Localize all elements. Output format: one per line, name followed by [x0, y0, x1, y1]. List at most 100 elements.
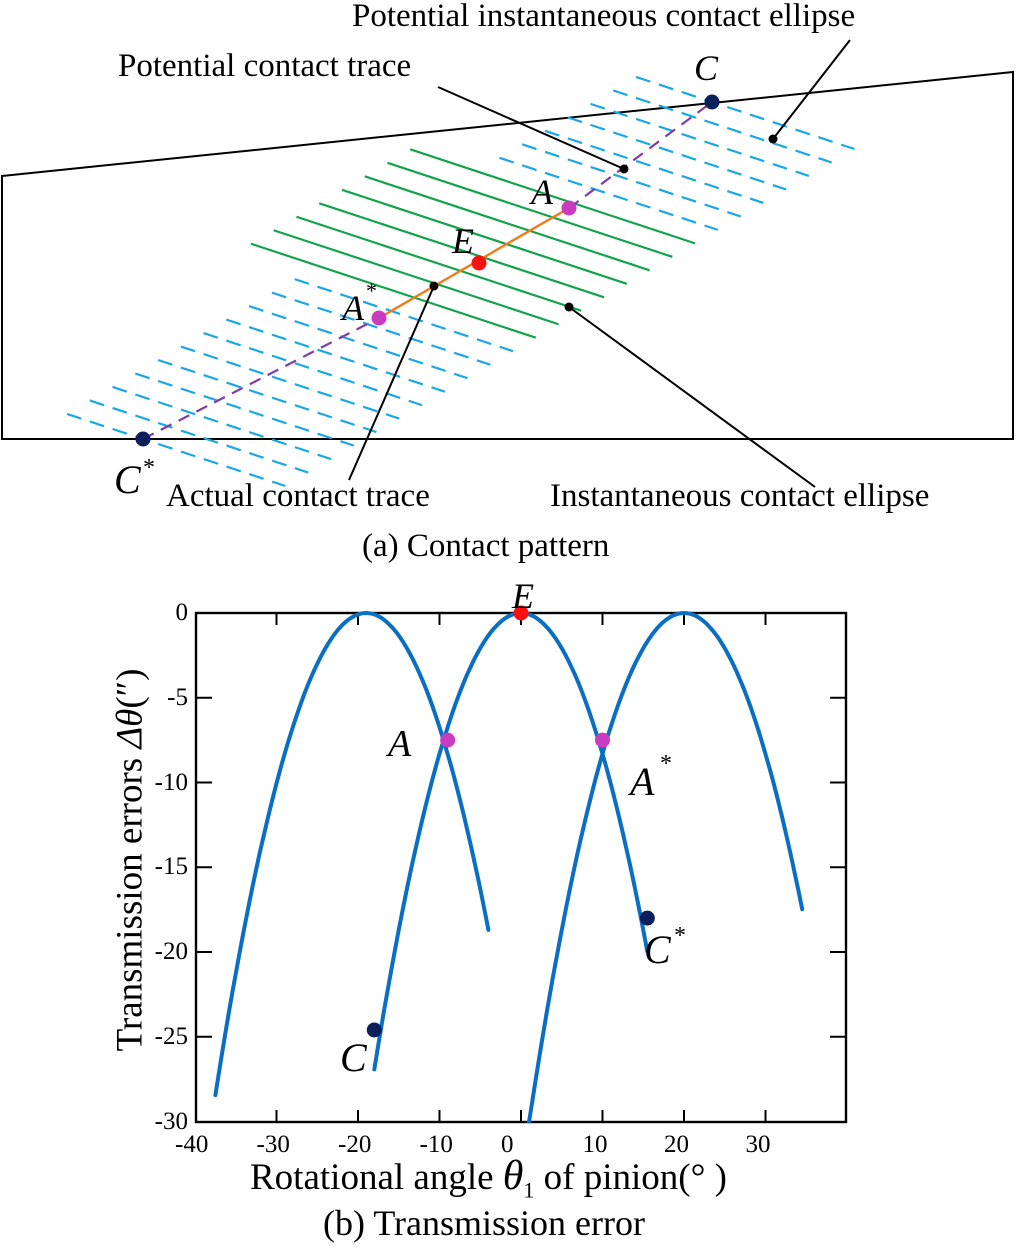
label-point-A-star: A — [342, 288, 364, 328]
leader-dot — [429, 281, 439, 291]
leader-actual-trace — [348, 285, 435, 481]
point-A — [561, 200, 577, 216]
instantaneous-contact-ellipses — [250, 148, 696, 339]
x-tick-label: -20 — [338, 1131, 372, 1158]
potential-instantaneous-contact-ellipses — [66, 75, 855, 488]
label-point-A: A — [531, 172, 553, 212]
label-potential-instantaneous-contact-ellipse: Potential instantaneous contact ellipse — [352, 0, 856, 34]
potential-ellipse-line — [590, 102, 810, 178]
marker-C — [366, 1022, 382, 1038]
point-C-star — [135, 431, 151, 447]
te-curve — [372, 610, 650, 1072]
contact-pattern-diagram — [0, 39, 1014, 488]
instantaneous-ellipse-line — [409, 148, 696, 245]
y-axis-label-symbol: Δθ — [109, 708, 151, 749]
y-axis-label: Transmission errors Δθ(″) — [109, 668, 151, 1052]
instantaneous-ellipse-line — [250, 242, 537, 339]
x-tick-label: 30 — [745, 1131, 771, 1158]
tooth-flank-outline — [0, 70, 1014, 440]
chart-label-star: * — [674, 923, 686, 949]
y-tick-label: 0 — [175, 599, 189, 626]
potential-ellipse-line — [635, 75, 855, 151]
instantaneous-ellipse-line — [296, 215, 582, 312]
y-tick-label: -20 — [154, 938, 188, 965]
chart-label-E: E — [512, 576, 534, 616]
x-axis-label-symbol: θ — [502, 1153, 524, 1199]
x-tick-label: 0 — [501, 1131, 514, 1158]
y-axis-label-text: Transmission errors — [109, 757, 151, 1052]
y-tick-label: -5 — [167, 683, 188, 711]
x-tick-label: 20 — [664, 1131, 689, 1158]
label-actual-contact-trace: Actual contact trace — [166, 478, 430, 514]
leader-dot — [768, 134, 778, 144]
y-tick-label: -10 — [154, 768, 188, 796]
potential-ellipse-line — [567, 116, 787, 191]
te-curve — [527, 610, 805, 1124]
te-curve — [213, 610, 491, 1098]
potential-ellipse-line — [521, 143, 741, 218]
marker-C-star — [639, 910, 655, 926]
transmission-error-curves — [213, 610, 805, 1124]
label-point-C: C — [694, 48, 719, 88]
x-axis-label-text: Rotational angle — [250, 1157, 494, 1198]
label-potential-contact-trace: Potential contact trace — [118, 48, 412, 84]
potential-ellipse-line — [612, 89, 833, 164]
point-C — [704, 94, 720, 110]
potential-contact-trace-upper — [568, 101, 713, 209]
potential-ellipse-line — [544, 129, 764, 204]
instantaneous-ellipse-line — [364, 175, 650, 272]
leader-instantaneous-ellipse — [568, 306, 816, 488]
label-instantaneous-contact-ellipse: Instantaneous contact ellipse — [550, 478, 930, 514]
plot-frame — [194, 611, 848, 1124]
potential-ellipse-line — [248, 305, 468, 380]
potential-ellipse-line — [157, 358, 377, 434]
instantaneous-ellipse-line — [273, 229, 559, 326]
potential-contact-trace-lower — [142, 317, 380, 440]
potential-ellipse-line — [294, 278, 514, 353]
chart-label-C-star: C — [644, 927, 671, 972]
label-point-E: E — [452, 221, 474, 261]
potential-ellipse-line — [112, 385, 332, 461]
point-A-star — [371, 310, 387, 326]
x-tick-label: -10 — [419, 1131, 453, 1158]
point-E — [471, 255, 487, 271]
potential-ellipse-line — [89, 399, 309, 474]
leader-dot — [564, 302, 574, 312]
leader-dot — [619, 164, 629, 174]
chart-label-C: C — [340, 1035, 367, 1080]
x-tick-label: 10 — [582, 1131, 608, 1158]
potential-ellipse-line — [203, 332, 423, 407]
potential-ellipse-line — [499, 156, 719, 231]
chart-label-star: * — [660, 751, 672, 777]
x-tick-label: -30 — [256, 1131, 290, 1158]
potential-ellipse-line — [66, 412, 286, 488]
instantaneous-ellipse-line — [341, 188, 628, 285]
marker-E — [513, 605, 529, 621]
y-tick-label: -15 — [154, 853, 188, 881]
y-tick-label: -25 — [154, 1022, 188, 1050]
instantaneous-ellipse-line — [387, 161, 673, 258]
leader-potential-ellipse — [772, 39, 851, 140]
caption-a: (a) Contact pattern — [362, 528, 610, 564]
marker-A — [440, 732, 456, 748]
label-star: * — [143, 455, 155, 481]
leader-potential-trace — [437, 86, 625, 170]
chart-markers — [366, 605, 655, 1038]
chart-label-A: A — [388, 723, 412, 765]
y-axis-label-unit: (″) — [109, 668, 151, 709]
x-axis-label-subscript: 1 — [523, 1177, 535, 1203]
x-tick-label: -40 — [175, 1131, 209, 1158]
chart-label-A-star: A — [630, 759, 655, 804]
marker-A-star — [595, 732, 610, 748]
x-axis-label: Rotational angle θ1 of pinion(° ) — [250, 1155, 727, 1201]
instantaneous-ellipse-line — [318, 202, 605, 299]
label-star: * — [366, 278, 377, 303]
y-tick-label: -30 — [154, 1107, 188, 1135]
x-axis-label-unit: of pinion(° ) — [543, 1157, 727, 1198]
potential-ellipse-line — [271, 291, 491, 366]
axis-ticks — [196, 613, 846, 1122]
potential-ellipse-line — [134, 372, 355, 447]
label-point-C-star: C — [114, 457, 141, 502]
